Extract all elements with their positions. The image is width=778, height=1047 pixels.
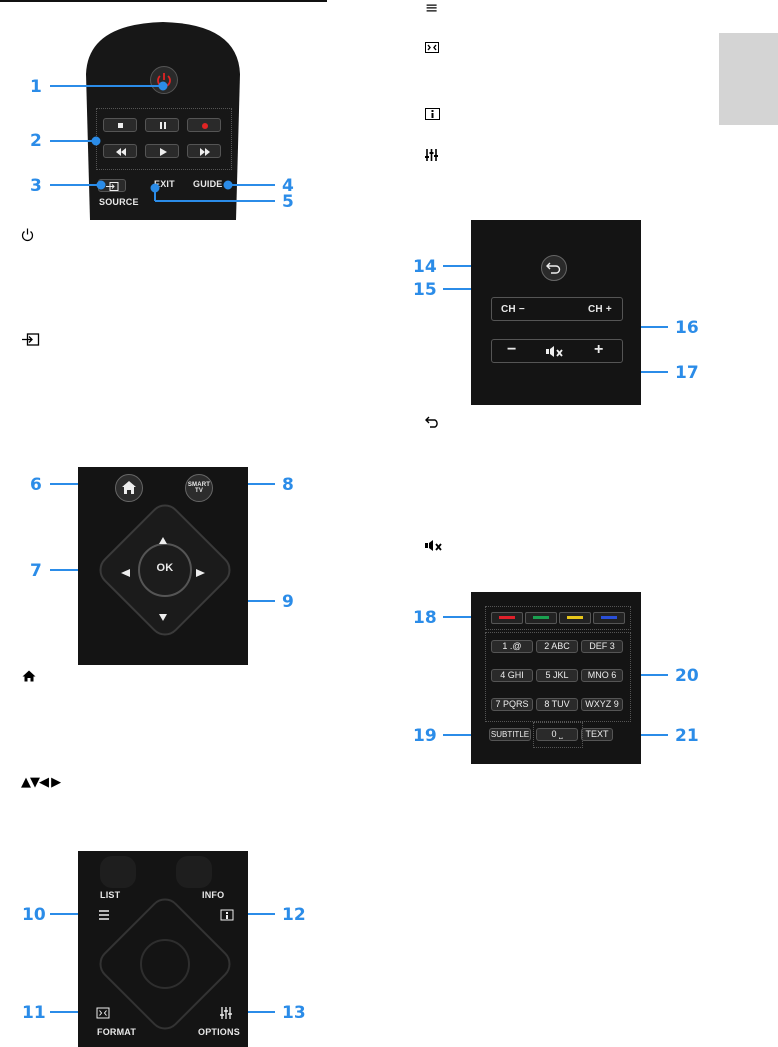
- callout-11: 11: [22, 1003, 46, 1023]
- options-icon: [425, 149, 438, 164]
- mute-button[interactable]: [546, 343, 564, 362]
- left-arrow-icon[interactable]: [121, 563, 131, 582]
- callout-10: 10: [22, 905, 46, 925]
- callout-4: 4: [282, 176, 294, 196]
- callout-7: 7: [30, 561, 42, 581]
- key-6[interactable]: MNO 6: [581, 669, 623, 682]
- key-5[interactable]: 5 JKL: [536, 669, 578, 682]
- info-button[interactable]: [220, 907, 234, 921]
- red-key[interactable]: [491, 612, 523, 624]
- remote-navigation: SMART TV OK: [78, 467, 248, 665]
- info-label: INFO: [202, 890, 225, 900]
- callout-9: 9: [282, 592, 294, 612]
- number-keys-group: [485, 632, 631, 722]
- key-3[interactable]: DEF 3: [581, 640, 623, 653]
- smart-tv-button[interactable]: SMART TV: [185, 474, 213, 502]
- rewind-button[interactable]: [103, 144, 137, 158]
- subtitle-button[interactable]: SUBTITLE: [489, 728, 531, 741]
- callout-2: 2: [30, 131, 42, 151]
- stop-button[interactable]: [103, 118, 137, 132]
- format-label: FORMAT: [97, 1027, 137, 1037]
- remote-list-info: LIST INFO FORMAT OPTIONS: [78, 851, 248, 1047]
- back-button[interactable]: [541, 255, 567, 281]
- remote-keypad: 1 .@ 2 ABC DEF 3 4 GHI 5 JKL MNO 6 7 PQR…: [471, 592, 641, 764]
- text-button[interactable]: TEXT: [581, 728, 613, 741]
- zero-key-group: [533, 722, 583, 748]
- arrows-icon: ▲▼◀ ▶: [21, 775, 61, 790]
- home-icon: [22, 670, 36, 685]
- key-4[interactable]: 4 GHI: [491, 669, 533, 682]
- source-icon: [22, 333, 40, 349]
- list-label: LIST: [100, 890, 121, 900]
- ok-ring: [140, 939, 190, 989]
- power-icon: [21, 228, 34, 244]
- callout-19: 19: [413, 726, 437, 746]
- down-arrow-icon[interactable]: [158, 607, 168, 626]
- options-label: OPTIONS: [198, 1027, 240, 1037]
- blue-key-bar: [601, 616, 617, 619]
- callout-13: 13: [282, 1003, 306, 1023]
- volume-rocker: [491, 339, 623, 363]
- green-key[interactable]: [525, 612, 557, 624]
- green-key-bar: [533, 616, 549, 619]
- up-arrow-icon[interactable]: [158, 530, 168, 549]
- callout-5: 5: [282, 192, 294, 212]
- remote-channel-volume: CH − CH + − +: [471, 220, 641, 405]
- info-icon: [425, 108, 440, 123]
- home-button[interactable]: [115, 474, 143, 502]
- callout-15: 15: [413, 280, 437, 300]
- ok-button[interactable]: OK: [138, 543, 192, 597]
- channel-down-button[interactable]: CH −: [501, 304, 525, 315]
- guide-button[interactable]: GUIDE: [193, 179, 223, 189]
- right-arrow-icon[interactable]: [196, 563, 206, 582]
- yellow-key[interactable]: [559, 612, 591, 624]
- exit-button[interactable]: EXIT: [154, 179, 175, 189]
- list-button[interactable]: [97, 907, 111, 921]
- channel-up-button[interactable]: CH +: [588, 304, 612, 315]
- back-icon: [425, 416, 441, 431]
- callout-3: 3: [30, 176, 42, 196]
- pause-button[interactable]: [145, 118, 179, 132]
- callout-8: 8: [282, 475, 294, 495]
- key-2[interactable]: 2 ABC: [536, 640, 578, 653]
- color-keys-group: [485, 606, 631, 630]
- callout-6: 6: [30, 475, 42, 495]
- callout-16: 16: [675, 318, 699, 338]
- blue-key[interactable]: [593, 612, 625, 624]
- options-button[interactable]: [219, 1005, 233, 1019]
- callout-21: 21: [675, 726, 699, 746]
- format-icon: [425, 42, 439, 56]
- format-button[interactable]: [96, 1005, 110, 1019]
- key-1[interactable]: 1 .@: [491, 640, 533, 653]
- top-right-button[interactable]: [176, 856, 212, 888]
- callout-1: 1: [30, 77, 42, 97]
- yellow-key-bar: [567, 616, 583, 619]
- callout-12: 12: [282, 905, 306, 925]
- list-icon: ≡: [425, 0, 439, 17]
- red-key-bar: [499, 616, 515, 619]
- callout-20: 20: [675, 666, 699, 686]
- key-0[interactable]: 0 ⎵: [536, 728, 578, 741]
- key-7[interactable]: 7 PQRS: [491, 698, 533, 711]
- header-rule: [0, 0, 327, 2]
- callout-18: 18: [413, 608, 437, 628]
- channel-rocker: [491, 297, 623, 321]
- key-9[interactable]: WXYZ 9: [581, 698, 623, 711]
- top-left-button[interactable]: [100, 856, 136, 888]
- key-8[interactable]: 8 TUV: [536, 698, 578, 711]
- callout-17: 17: [675, 363, 699, 383]
- volume-down-button[interactable]: −: [507, 341, 517, 358]
- source-label: SOURCE: [99, 197, 139, 207]
- side-tab: [719, 33, 778, 125]
- fast-forward-button[interactable]: [187, 144, 221, 158]
- record-button[interactable]: [187, 118, 221, 132]
- volume-up-button[interactable]: +: [594, 341, 604, 358]
- callout-14: 14: [413, 257, 437, 277]
- play-button[interactable]: [145, 144, 179, 158]
- remote-power-playback: SOURCE EXIT GUIDE: [78, 14, 248, 220]
- mute-icon: [425, 539, 443, 555]
